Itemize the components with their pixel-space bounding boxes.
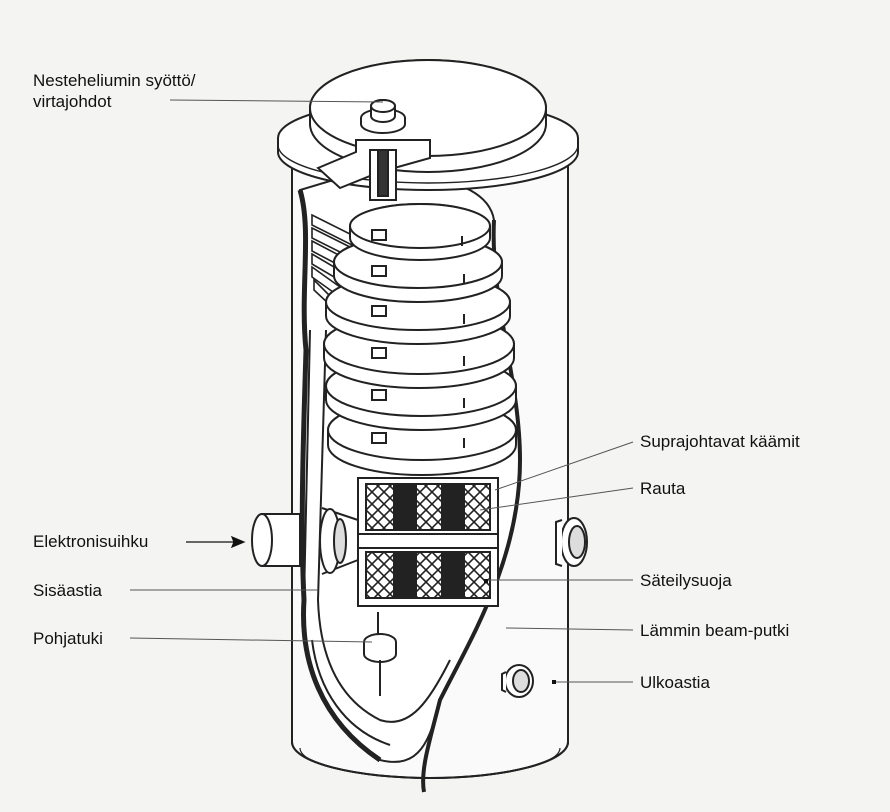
electron-gun-arrow bbox=[186, 535, 246, 549]
label-inner-vessel: Sisäastia bbox=[33, 581, 102, 600]
label-helium-feed: Nesteheliumin syöttö/ virtajohdot bbox=[33, 70, 196, 112]
label-electron-gun: Elektronisuihku bbox=[33, 532, 149, 551]
helium-feed-port bbox=[360, 99, 406, 134]
side-port bbox=[555, 517, 588, 567]
feed-pipe bbox=[369, 149, 397, 201]
shield-discs bbox=[323, 203, 517, 476]
leader-lines bbox=[129, 99, 634, 683]
label-warm-beam-tube: Lämmin beam-putki bbox=[640, 621, 790, 640]
bottom-port bbox=[501, 664, 534, 698]
label-outer-vessel: Ulkoastia bbox=[640, 673, 710, 692]
label-helium-feed-line2: virtajohdot bbox=[33, 92, 112, 111]
label-radiation-shield: Säteilysuoja bbox=[640, 571, 732, 590]
label-iron: Rauta bbox=[640, 479, 686, 498]
leader-dots bbox=[484, 579, 556, 684]
label-bottom-support: Pohjatuki bbox=[33, 629, 103, 648]
electron-beam-tube bbox=[251, 507, 359, 575]
bottom-support-part bbox=[363, 612, 397, 696]
label-superconducting-coils: Suprajohtavat käämit bbox=[640, 432, 800, 451]
top-lid bbox=[277, 59, 579, 191]
coil-assembly bbox=[357, 477, 499, 607]
inner-vessel bbox=[303, 329, 451, 746]
label-helium-feed-line1: Nesteheliumin syöttö/ bbox=[33, 71, 196, 90]
